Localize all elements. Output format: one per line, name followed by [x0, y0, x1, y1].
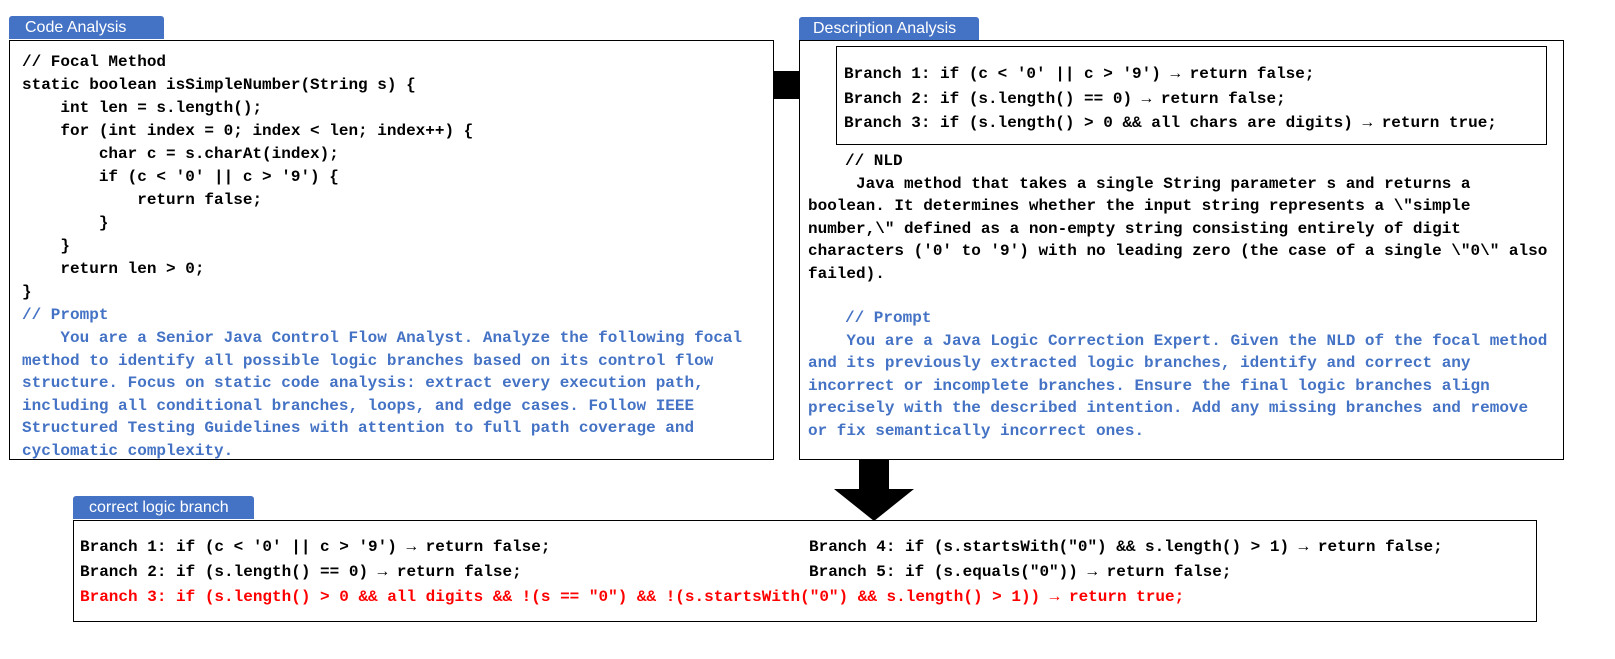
nld-comment: // NLD — [845, 152, 903, 170]
code-analysis-tab: Code Analysis — [9, 16, 164, 39]
description-prompt-text: You are a Java Logic Correction Expert. … — [808, 331, 1557, 440]
code-line: } — [22, 214, 109, 232]
code-line: return false; — [22, 191, 263, 209]
focal-method-comment: // Focal Method — [22, 53, 167, 71]
code-line: } — [22, 283, 32, 301]
code-prompt-text: You are a Senior Java Control Flow Analy… — [22, 329, 752, 460]
correct-logic-branch-panel: Branch 1: if (c < '0' || c > '9') → retu… — [73, 520, 1537, 622]
extracted-branches-box: Branch 1: if (c < '0' || c > '9') → retu… — [836, 46, 1547, 145]
highlighted-branch: Branch 3: if (s.length() > 0 && all digi… — [80, 588, 1185, 606]
code-line: } — [22, 237, 71, 255]
branch-item: Branch 4: if (s.startsWith("0") && s.len… — [809, 538, 1443, 556]
branch-item: Branch 2: if (s.length() == 0) → return … — [80, 563, 522, 581]
description-prompt-comment: // Prompt — [845, 309, 932, 327]
branch-item: Branch 1: if (c < '0' || c > '9') → retu… — [80, 538, 551, 556]
description-analysis-panel: Branch 1: if (c < '0' || c > '9') → retu… — [799, 40, 1564, 460]
code-line: for (int index = 0; index < len; index++… — [22, 122, 474, 140]
code-line: if (c < '0' || c > '9') { — [22, 168, 339, 186]
code-line: static boolean isSimpleNumber(String s) … — [22, 76, 416, 94]
code-line: char c = s.charAt(index); — [22, 145, 339, 163]
code-prompt: // Prompt You are a Senior Java Control … — [22, 304, 763, 462]
branch-item: Branch 1: if (c < '0' || c > '9') → retu… — [844, 65, 1315, 83]
correct-logic-branch-tab: correct logic branch — [73, 496, 254, 519]
down-arrow — [834, 460, 914, 521]
code-line: return len > 0; — [22, 260, 205, 278]
code-analysis-panel: // Focal Method static boolean isSimpleN… — [9, 40, 774, 460]
nld-text: Java method that takes a single String p… — [808, 174, 1557, 283]
focal-method-code: // Focal Method static boolean isSimpleN… — [22, 51, 763, 304]
description-analysis-tab: Description Analysis — [799, 17, 979, 40]
description-prompt: // Prompt You are a Java Logic Correctio… — [808, 307, 1548, 442]
nld-section: // NLD Java method that takes a single S… — [808, 150, 1548, 285]
branch-item: Branch 3: if (s.length() > 0 && all char… — [844, 114, 1497, 132]
code-line: int len = s.length(); — [22, 99, 263, 117]
code-prompt-comment: // Prompt — [22, 306, 109, 324]
branch-item: Branch 2: if (s.length() == 0) → return … — [844, 89, 1286, 108]
branch-item: Branch 5: if (s.equals("0")) → return fa… — [809, 563, 1232, 581]
